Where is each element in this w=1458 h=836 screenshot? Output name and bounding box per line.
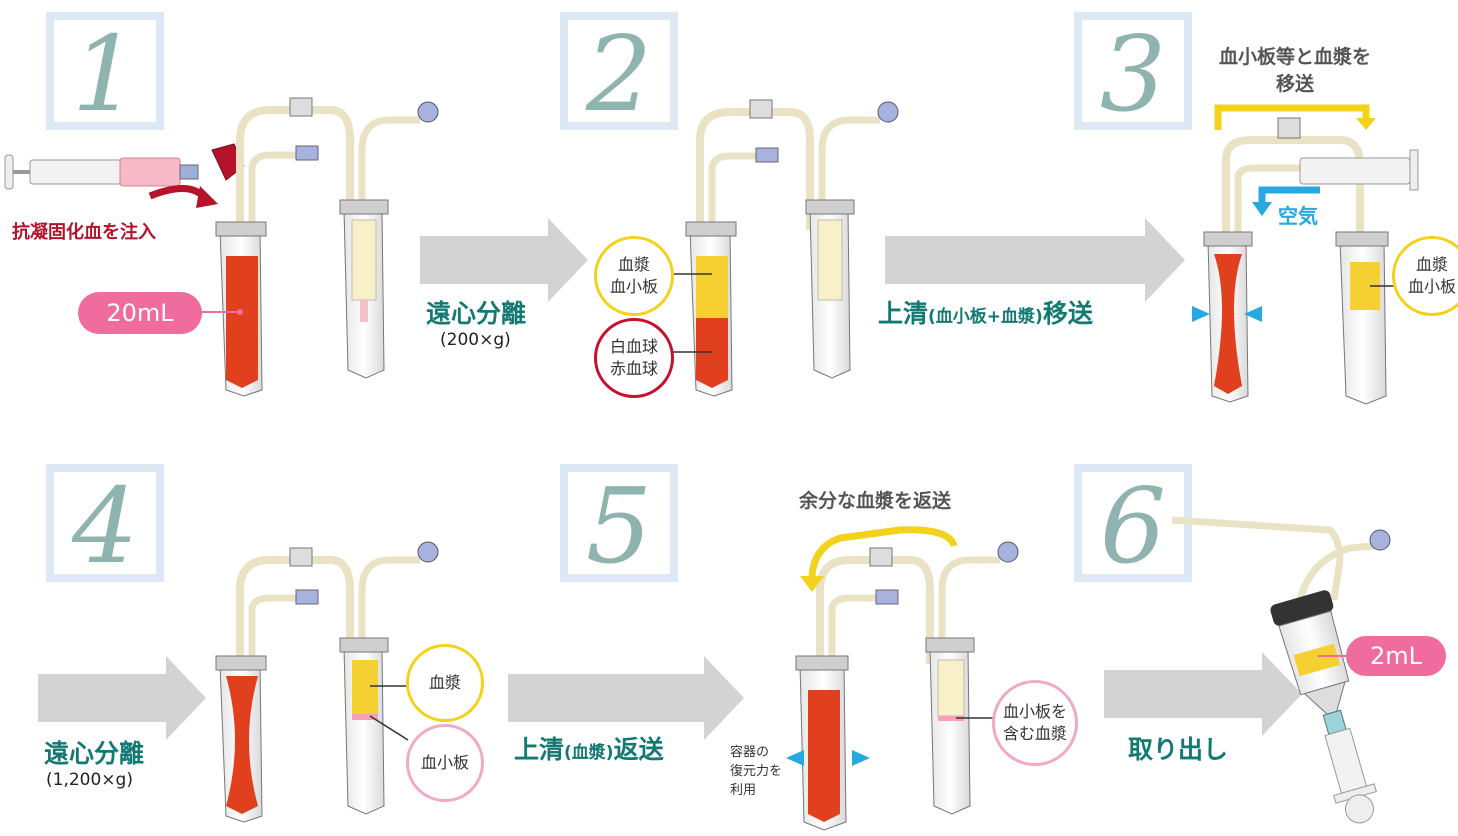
step-number: 6 xyxy=(1099,465,1167,587)
step-number: 2 xyxy=(585,13,653,135)
caption-line: 移送 xyxy=(1275,72,1314,95)
circle-line: 血小板 xyxy=(1407,277,1456,296)
air-label: 空気 xyxy=(1278,204,1318,228)
step-number-box-2: 2 xyxy=(560,12,678,134)
note-line: 利用 xyxy=(730,782,757,798)
injection-arrow-icon xyxy=(148,185,218,208)
circle-line: 血小板 xyxy=(420,753,469,773)
circle-platelet-plasma: 血小板を 含む血漿 xyxy=(992,680,1078,766)
circle-plasma: 血漿 xyxy=(406,644,484,722)
syringe-icon xyxy=(4,154,199,190)
note-line: 復元力を xyxy=(730,763,783,779)
step-number-box-5: 5 xyxy=(560,464,678,586)
circle-line: 血漿 xyxy=(1415,255,1448,275)
centrifuge-force-1: (200×g) xyxy=(440,330,511,350)
circle-plasma-platelet-3: 血漿 血小板 xyxy=(1392,236,1458,316)
step-number: 4 xyxy=(71,465,139,587)
circle-line: 白血球 xyxy=(609,337,658,357)
supernatant-transfer-label: 上清(血小板+血漿)移送 xyxy=(878,294,1093,330)
centrifuge-force-2: (1,200×g) xyxy=(46,770,133,790)
label-main: 上清 xyxy=(878,299,929,328)
process-arrow-3 xyxy=(885,218,1185,302)
step-number-box-4: 4 xyxy=(46,464,164,586)
label-tail: 移送 xyxy=(1042,299,1093,328)
supernatant-return-label: 上清(血漿)返送 xyxy=(514,730,664,766)
volume-pill-2ml: 2mL xyxy=(1346,636,1446,676)
label-paren: (血漿) xyxy=(564,743,614,763)
step-number: 5 xyxy=(585,465,653,587)
step-number: 1 xyxy=(71,13,139,135)
extract-label: 取り出し xyxy=(1128,735,1229,764)
circle-line: 血小板 xyxy=(609,277,658,296)
step-number: 3 xyxy=(1099,13,1167,135)
process-arrow-4 xyxy=(38,656,206,740)
circle-wbc-rbc: 白血球 赤血球 xyxy=(594,318,674,398)
circle-line: 赤血球 xyxy=(609,359,658,378)
circle-line: 血漿 xyxy=(428,673,461,693)
circle-line: 血漿 xyxy=(617,255,650,275)
volume-pill-20ml: 20mL xyxy=(78,292,202,334)
transfer-caption: 血小板等と血漿を 移送 xyxy=(1200,44,1390,97)
centrifuge-label-2: 遠心分離 xyxy=(44,739,145,768)
process-arrow-5 xyxy=(508,656,744,740)
label-main: 上清 xyxy=(514,735,565,764)
circle-line: 血小板を xyxy=(1002,702,1067,722)
caption-line: 血小板等と血漿を xyxy=(1218,46,1371,68)
step-number-box-3: 3 xyxy=(1074,12,1192,134)
restore-note: 容器の 復元力を 利用 xyxy=(730,744,782,801)
return-caption: 余分な血漿を返送 xyxy=(798,490,951,512)
step-number-box-1: 1 xyxy=(46,12,164,134)
note-line: 容器の xyxy=(730,745,770,760)
centrifuge-label-1: 遠心分離 xyxy=(426,299,527,328)
circle-line: 含む血漿 xyxy=(1002,724,1067,743)
circle-plasma-platelet: 血漿 血小板 xyxy=(594,236,674,316)
label-tail: 返送 xyxy=(613,735,664,764)
circle-platelet: 血小板 xyxy=(406,724,484,802)
process-arrow-2 xyxy=(420,218,588,302)
inject-label: 抗凝固化血を注入 xyxy=(12,222,156,243)
label-paren: (血小板+血漿) xyxy=(928,307,1043,327)
